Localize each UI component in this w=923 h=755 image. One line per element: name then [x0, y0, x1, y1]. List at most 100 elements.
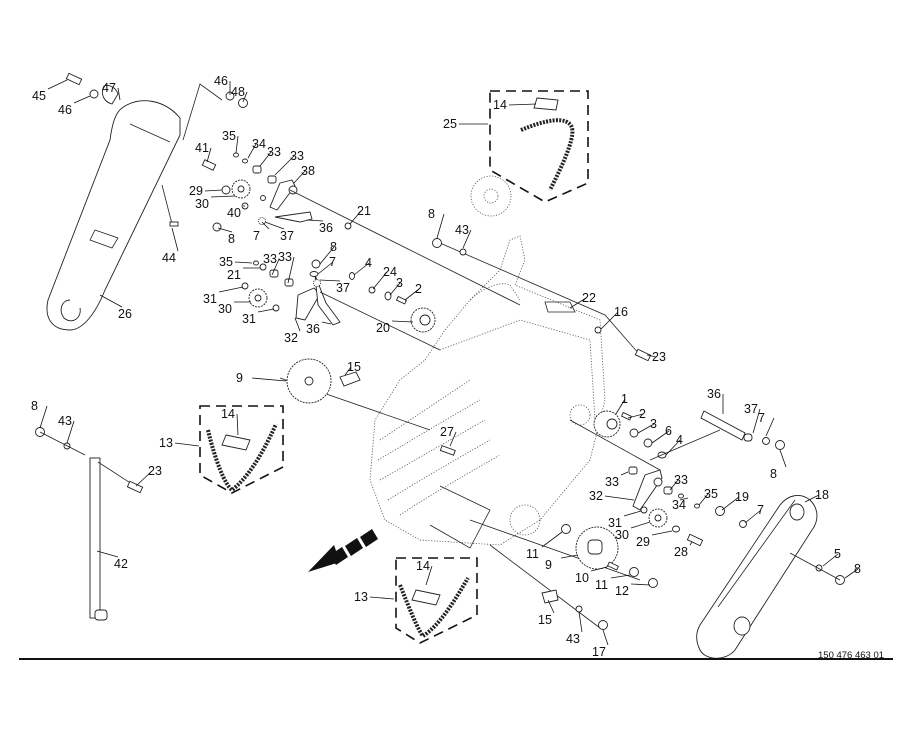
callout-2: 2: [627, 407, 646, 421]
callout-label: 2: [415, 282, 422, 296]
leader-line: [234, 261, 253, 264]
leader-line: [404, 288, 420, 301]
leader-line: [344, 366, 352, 376]
callout-label: 8: [31, 399, 38, 413]
callout-label: 13: [159, 436, 173, 450]
leader-line: [721, 496, 740, 511]
callout-label: 15: [538, 613, 552, 627]
leader-line: [436, 213, 445, 239]
callout-4: 4: [665, 433, 683, 456]
callout-label: 18: [815, 488, 829, 502]
leader-line: [96, 550, 119, 558]
callout-label: 8: [330, 240, 337, 254]
callout-22: 22: [569, 291, 596, 309]
callout-16: 16: [600, 305, 628, 330]
nut-8: [432, 238, 442, 248]
callout-43: 43: [58, 414, 75, 444]
leader-line: [271, 258, 280, 276]
callout-label: 34: [252, 137, 266, 151]
callout-9: 9: [545, 554, 579, 572]
callout-label: 32: [589, 489, 603, 503]
callout-46: 46: [58, 95, 91, 117]
callout-47: 47: [102, 81, 121, 101]
callout-label: 30: [218, 302, 232, 316]
callout-label: 6: [665, 424, 672, 438]
callout-7: 7: [744, 503, 764, 524]
chain-kit-bottom: [395, 557, 478, 644]
callout-11: 11: [526, 531, 563, 561]
leader-line: [257, 308, 275, 313]
frame-housing: [369, 235, 606, 549]
callout-label: 42: [114, 557, 128, 571]
leader-line: [247, 143, 257, 159]
callout-label: 17: [592, 645, 606, 659]
leader-line: [651, 430, 670, 444]
callout-15: 15: [344, 360, 361, 376]
callout-37: 37: [264, 221, 294, 243]
nut-48: [238, 98, 248, 108]
callout-label: 23: [652, 350, 666, 364]
callout-label: 37: [280, 229, 294, 243]
callout-35: 35: [222, 129, 239, 154]
leader-line: [353, 262, 370, 276]
callout-27: 27: [440, 425, 457, 447]
callout-14: 14: [493, 98, 537, 112]
callout-38: 38: [293, 164, 315, 184]
leader-line: [637, 423, 655, 434]
upper-idler-assembly: [201, 152, 521, 306]
leader-line: [204, 189, 223, 192]
callout-label: 7: [758, 411, 765, 425]
callout-7: 7: [758, 411, 775, 437]
leader-line: [425, 565, 433, 586]
leader-line: [615, 398, 626, 415]
leader-line: [242, 91, 248, 103]
callout-13: 13: [159, 436, 200, 450]
callout-21: 21: [349, 204, 371, 225]
callout-23: 23: [135, 464, 162, 487]
leader-line: [236, 413, 239, 436]
support-bar-42: [35, 427, 144, 621]
callout-label: 19: [735, 490, 749, 504]
leader-line: [135, 470, 153, 487]
leader-line: [541, 531, 563, 548]
callout-label: 41: [195, 141, 209, 155]
callout-label: 22: [582, 291, 596, 305]
callout-48: 48: [231, 85, 248, 103]
callout-43: 43: [566, 611, 583, 646]
leader-line: [610, 574, 631, 579]
callout-14: 14: [221, 407, 239, 436]
callout-33: 33: [259, 145, 281, 167]
leader-line: [651, 530, 673, 536]
callout-44: 44: [162, 227, 179, 265]
leader-line: [547, 599, 555, 614]
callout-label: 35: [222, 129, 236, 143]
callout-18: 18: [804, 488, 829, 503]
leader-line: [698, 493, 709, 506]
callout-35: 35: [219, 255, 253, 269]
leader-line: [294, 317, 301, 332]
callout-37: 37: [319, 279, 350, 295]
callout-label: 7: [757, 503, 764, 517]
leader-line: [321, 321, 332, 325]
callout-label: 4: [365, 256, 372, 270]
leader-line: [578, 611, 583, 633]
leader-line: [319, 246, 335, 265]
callout-label: 7: [253, 229, 260, 243]
leader-line: [99, 294, 123, 308]
callout-32: 32: [284, 317, 301, 345]
document-number: 150 476 463 01: [818, 650, 884, 661]
callout-12: 12: [615, 583, 651, 598]
callout-label: 45: [32, 89, 46, 103]
callout-label: 28: [674, 545, 688, 559]
bolt-45: [65, 72, 83, 86]
leader-line: [560, 554, 579, 559]
callout-label: 14: [221, 407, 235, 421]
leader-line: [646, 354, 657, 358]
callout-label: 8: [228, 232, 235, 246]
washer-43: [459, 248, 467, 256]
leader-line: [259, 151, 272, 167]
callout-32: 32: [589, 489, 635, 503]
callout-label: 30: [615, 528, 629, 542]
callout-46: 46: [214, 74, 231, 95]
bolt-23: [634, 348, 652, 362]
